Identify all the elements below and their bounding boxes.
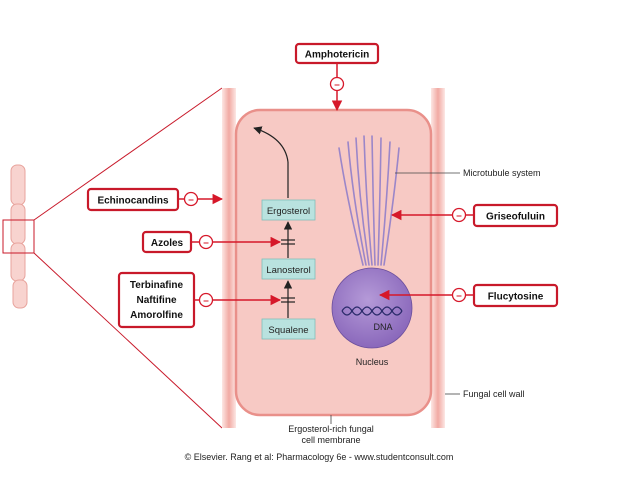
- azoles-inhibit-symbol: –: [203, 238, 209, 249]
- griseofulvin-label: Griseofuluin: [486, 212, 545, 223]
- amphotericin-label: Amphotericin: [305, 50, 369, 61]
- zoom-line-bottom: [33, 252, 223, 429]
- nucleus-label: Nucleus: [356, 357, 389, 367]
- fungal-hypha: [2, 164, 35, 309]
- cell-wall-label: Fungal cell wall: [463, 389, 525, 399]
- naftifine-label: Naftifine: [137, 295, 177, 306]
- echinocandins-label: Echinocandins: [97, 196, 169, 207]
- allylamines-inhibit-symbol: –: [203, 296, 209, 307]
- membrane-label-line1: Ergosterol-rich fungal: [288, 424, 374, 434]
- microtubule-system: [338, 135, 400, 266]
- zoom-line-top: [33, 87, 223, 221]
- amorolfine-label: Amorolfine: [130, 310, 183, 321]
- terbinafine-label: Terbinafine: [130, 280, 184, 291]
- amphotericin-inhibit-icon: [329, 76, 345, 92]
- squalene-label: Squalene: [268, 325, 308, 336]
- nucleus: [331, 267, 413, 349]
- copyright-caption: © Elsevier. Rang et al: Pharmacology 6e …: [184, 452, 454, 462]
- flucytosine-label: Flucytosine: [488, 292, 544, 303]
- dna-helix-icon: [341, 306, 403, 316]
- membrane-label-line2: cell membrane: [301, 435, 360, 445]
- ergosterol-box: [261, 199, 316, 221]
- echinocandins-inhibit-symbol: –: [188, 195, 194, 206]
- lanosterol-box: [261, 258, 316, 280]
- azoles-label: Azoles: [151, 238, 184, 249]
- lanosterol-label: Lanosterol: [266, 265, 310, 276]
- membrane-incorporation-arrow: [253, 126, 289, 163]
- squalene-box: [261, 318, 316, 340]
- cell-wall-left: [222, 88, 236, 428]
- griseofulvin-inhibit-symbol: –: [456, 211, 462, 222]
- microtubule-label: Microtubule system: [463, 168, 541, 178]
- dna-label: DNA: [373, 322, 392, 332]
- ergosterol-label: Ergosterol: [267, 206, 310, 217]
- amphotericin-inhibit-symbol: –: [334, 80, 340, 91]
- cell-wall-right: [431, 88, 445, 428]
- flucytosine-inhibit-symbol: –: [456, 291, 462, 302]
